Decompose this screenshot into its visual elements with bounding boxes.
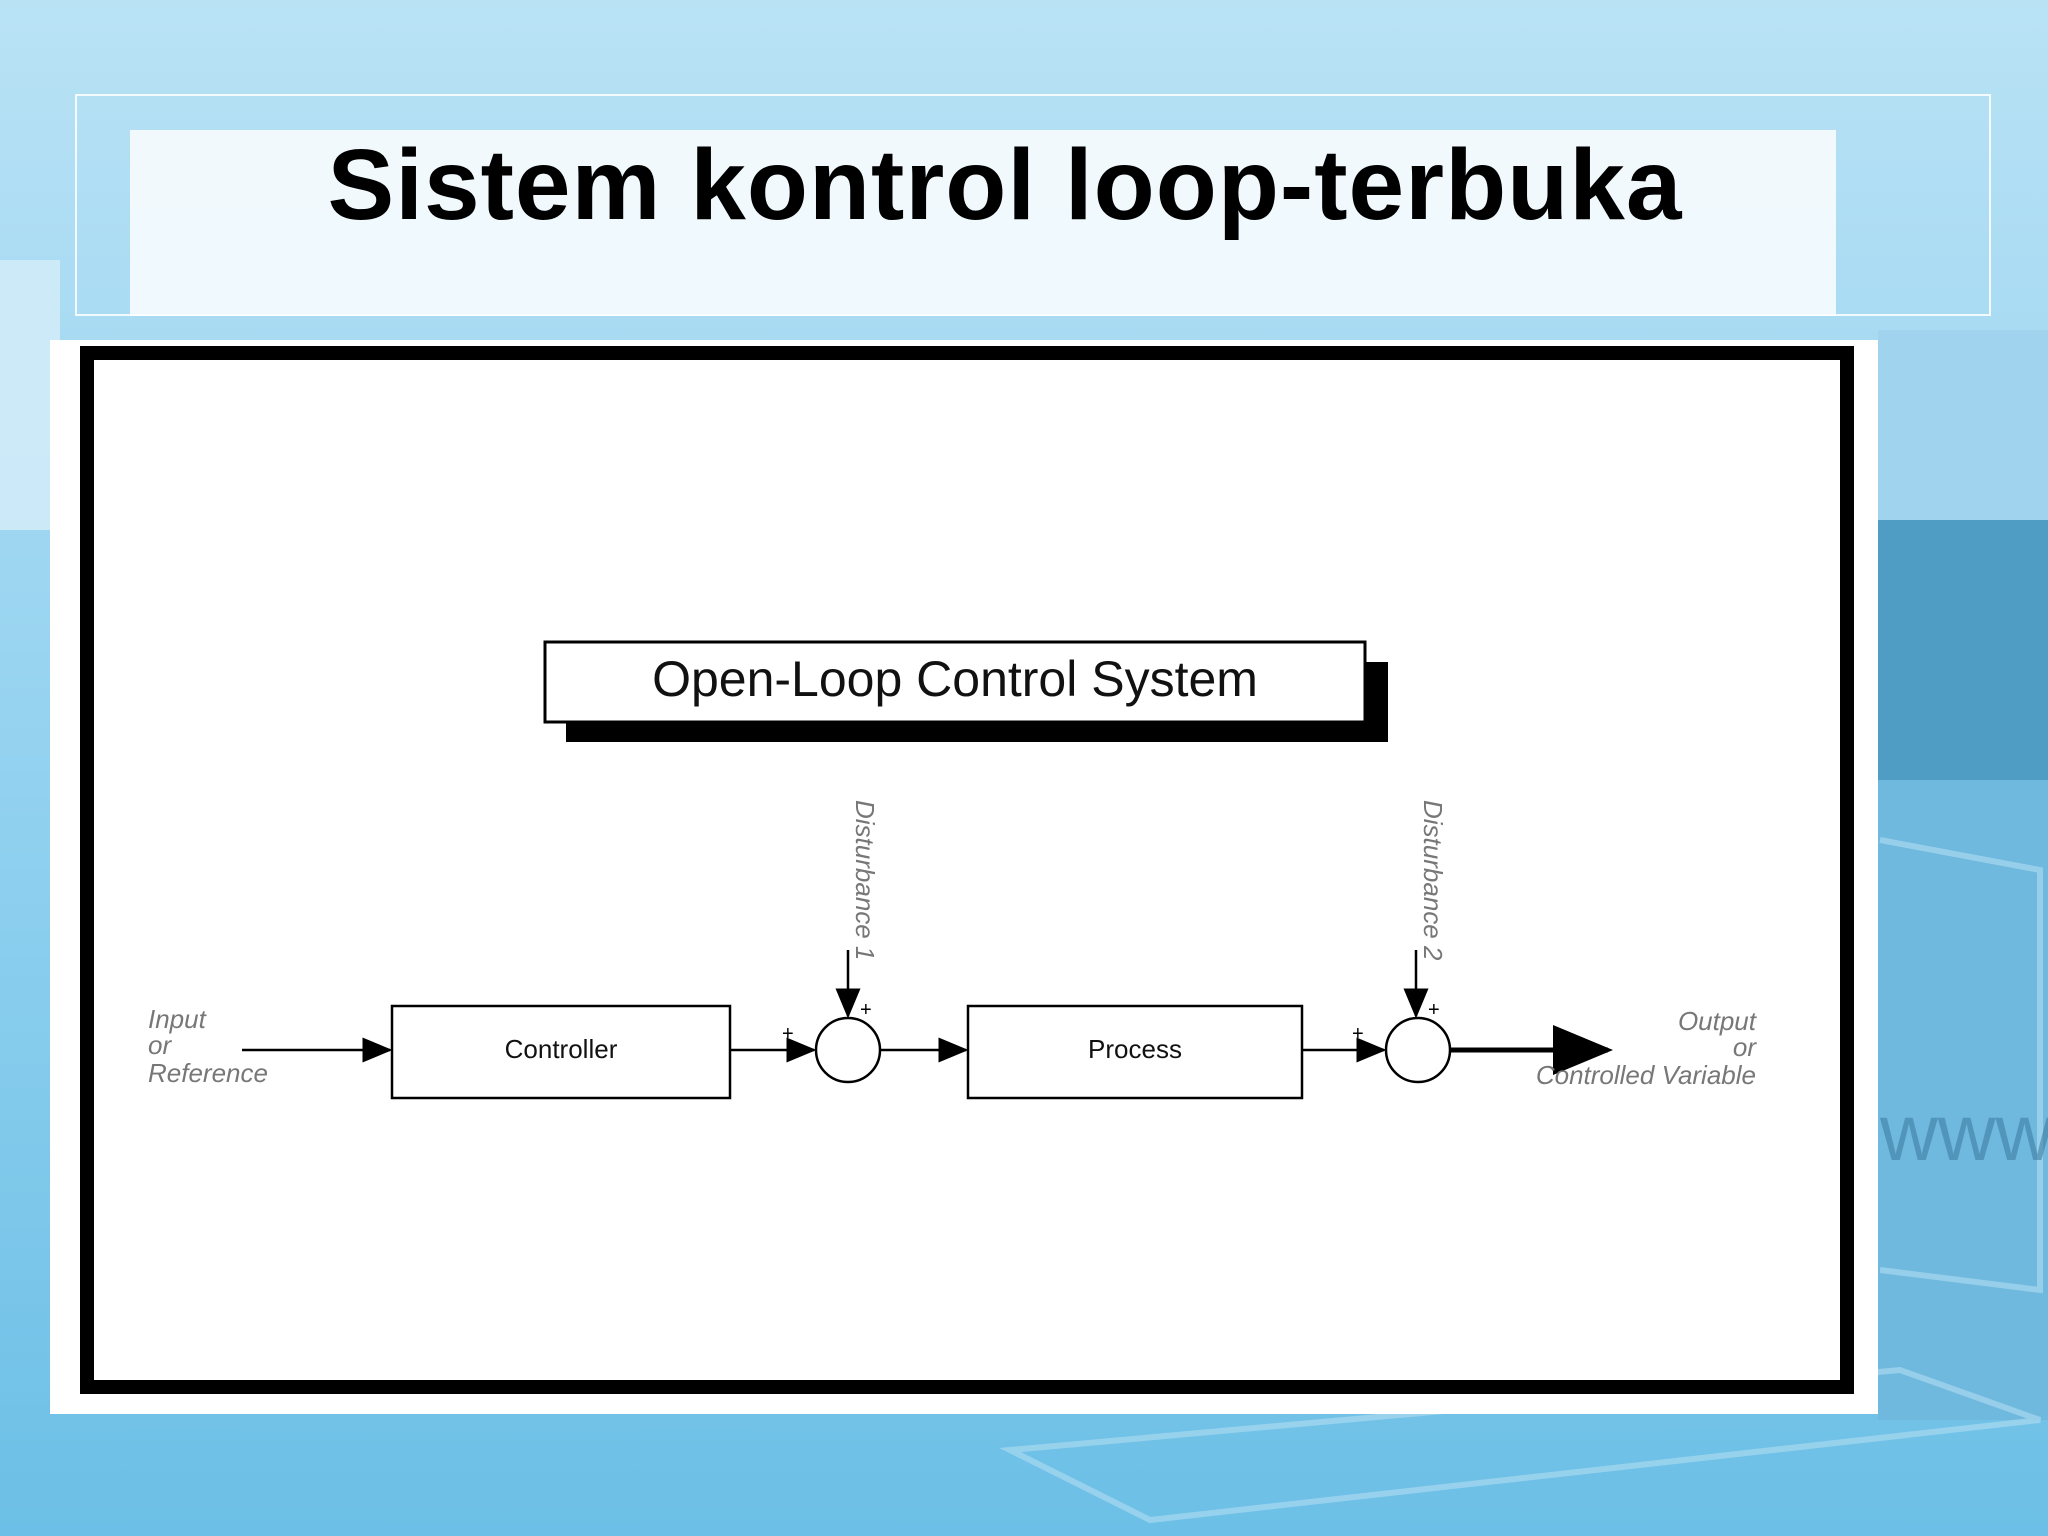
disturbance-2-label: Disturbance 2 [1418, 800, 1448, 961]
summing-junction-1 [814, 1016, 882, 1084]
heading-box [543, 640, 1367, 724]
plus-sign-1b: + [860, 999, 872, 1021]
process-block [966, 1004, 1304, 1100]
controller-block [390, 1004, 732, 1100]
disturbance-1-label: Disturbance 1 [850, 800, 880, 960]
plus-sign-2b: + [1428, 999, 1440, 1021]
title-panel [130, 130, 1836, 316]
output-label-2: or [1733, 1032, 1757, 1062]
diagram-heading: Open-Loop Control System [652, 651, 1258, 707]
process-label: Process [1088, 1034, 1182, 1064]
bg-tile-right-low [1878, 780, 2048, 1420]
bg-tile-right-mid [1878, 520, 2048, 780]
summing-junction-2 [1384, 1016, 1452, 1084]
controller-label: Controller [505, 1034, 618, 1064]
output-label-3: Controlled Variable [1536, 1060, 1756, 1090]
diagram-frame [80, 346, 1854, 1394]
bg-tile-right-top [1878, 330, 2048, 520]
www-watermark: www [1879, 1088, 2048, 1177]
plus-sign-1a: + [782, 1023, 794, 1045]
slide-title: Sistem kontrol loop-terbuka [327, 129, 1683, 241]
input-label-2: or [148, 1030, 172, 1060]
input-label-1: Input [148, 1004, 208, 1034]
output-label-1: Output [1678, 1006, 1758, 1036]
plus-sign-2a: + [1352, 1023, 1364, 1045]
input-label-3: Reference [148, 1058, 268, 1088]
